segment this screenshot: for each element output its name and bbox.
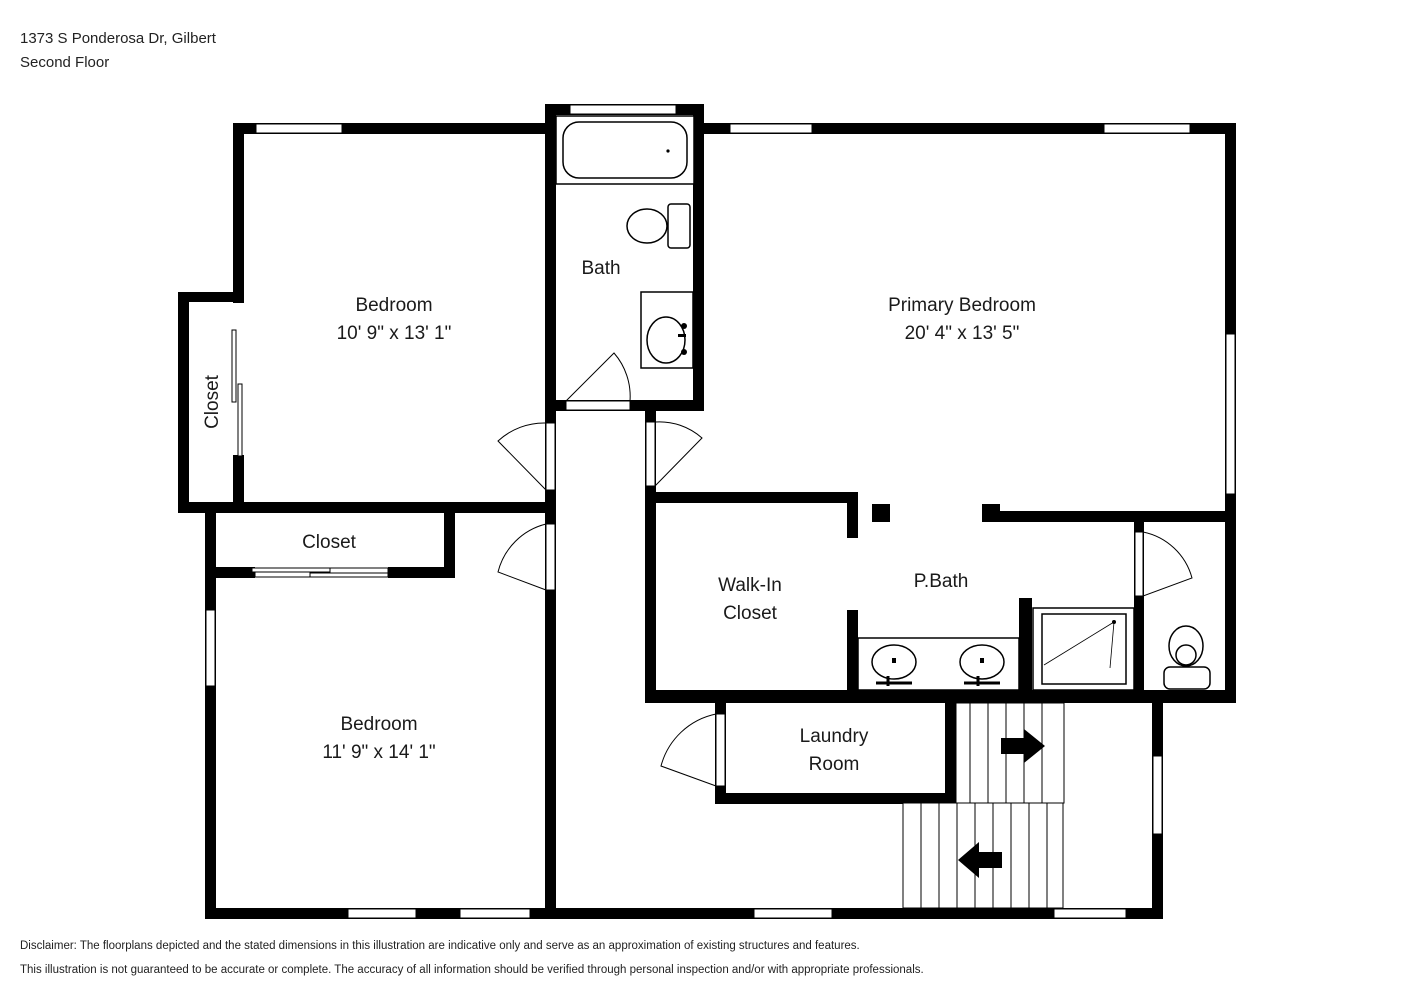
wall-walkin-right xyxy=(847,610,858,703)
stair-arrow-left xyxy=(958,842,1002,878)
window xyxy=(1225,333,1236,495)
wall-bottom xyxy=(205,908,1163,919)
primary-bedroom-name: Primary Bedroom xyxy=(888,295,1036,316)
wall-closet-top xyxy=(178,292,244,302)
door-opening xyxy=(1134,531,1144,597)
door-swing xyxy=(1142,531,1193,597)
floor-label: Second Floor xyxy=(20,54,110,71)
door-swing xyxy=(497,523,547,591)
wall-post-left xyxy=(872,504,890,522)
stair-arrow-right xyxy=(1001,729,1045,763)
closet-slider xyxy=(251,567,331,573)
disclaimer-line-1: Disclaimer: The floorplans depicted and … xyxy=(20,940,860,952)
doors xyxy=(231,329,1193,787)
door-swing xyxy=(654,421,703,487)
wall-walkin-top xyxy=(645,492,857,503)
window xyxy=(753,908,833,919)
primary-bedroom-dims: 20' 4" x 13' 5" xyxy=(905,323,1020,344)
door-opening xyxy=(645,421,656,487)
address-text: 1373 S Ponderosa Dr, Gilbert xyxy=(20,30,216,47)
door-opening xyxy=(565,400,631,411)
wall-left-upper xyxy=(233,123,244,303)
closet-side-name: Closet xyxy=(202,374,223,429)
wall-bath-right xyxy=(693,104,704,410)
wall-closet-left xyxy=(178,292,189,513)
pbath-name: P.Bath xyxy=(914,571,969,592)
window xyxy=(459,908,531,919)
bedroom-bottom-dims: 11' 9" x 14' 1" xyxy=(322,742,435,763)
laundry-line2: Room xyxy=(809,754,860,775)
wall-left-bottom xyxy=(205,502,216,919)
bedroom-top-name: Bedroom xyxy=(355,295,432,316)
toilet-bowl xyxy=(626,208,668,244)
toilet-tank xyxy=(1163,666,1211,690)
door-opening xyxy=(545,523,556,591)
laundry-line1: Laundry xyxy=(800,726,869,747)
bath-name: Bath xyxy=(581,258,620,279)
wall-laundry-right xyxy=(945,703,956,804)
door-swing xyxy=(660,713,717,787)
sink xyxy=(646,316,686,364)
fixtures xyxy=(555,115,1211,691)
walls xyxy=(178,104,1236,919)
bedroom-bottom-name: Bedroom xyxy=(340,714,417,735)
wall-post-right xyxy=(982,504,1000,522)
bedroom-top-dims: 10' 9" x 13' 1" xyxy=(337,323,452,344)
closet-slider xyxy=(309,572,389,578)
door-opening xyxy=(715,713,726,787)
wall-hall-left xyxy=(545,104,556,919)
door-swing xyxy=(497,422,547,491)
wall-shower-left xyxy=(1019,598,1032,703)
toilet-tank xyxy=(667,203,691,249)
stairs xyxy=(902,702,1065,909)
faucet xyxy=(678,334,686,337)
wall-walkin-stub xyxy=(847,492,858,538)
window xyxy=(205,609,216,687)
walk-in-line2: Closet xyxy=(723,603,778,624)
closet-mid-name: Closet xyxy=(302,532,357,553)
window xyxy=(569,104,677,115)
door-swing xyxy=(565,352,631,402)
wall-closet-mid-bottom-right xyxy=(388,567,455,578)
room-labels: Bedroom 10' 9" x 13' 1" Bath Primary Bed… xyxy=(202,258,1036,775)
wall-pbath-bottom xyxy=(645,690,1236,703)
wall-closet-mid-right xyxy=(444,502,455,578)
wall-hall-right xyxy=(645,410,656,703)
wall-pbath-top xyxy=(998,511,1236,522)
window xyxy=(255,123,343,134)
bathtub-drain xyxy=(666,149,670,153)
window xyxy=(729,123,813,134)
wall-laundry-bottom xyxy=(715,793,959,804)
wall-bedroom-bottom xyxy=(178,502,556,513)
disclaimer-line-2: This illustration is not guaranteed to b… xyxy=(20,964,924,976)
wall-left-lower xyxy=(233,455,244,513)
wall-closet-mid-bottom-left xyxy=(205,567,255,578)
wall-toilet-left xyxy=(1134,522,1144,703)
closet-slider xyxy=(231,329,237,403)
window xyxy=(1152,755,1163,835)
window xyxy=(1103,123,1191,134)
window xyxy=(347,908,417,919)
bathtub-basin xyxy=(562,121,688,179)
window xyxy=(1053,908,1127,919)
closet-slider xyxy=(237,383,243,457)
door-opening xyxy=(545,422,556,491)
windows xyxy=(205,104,1236,919)
walk-in-line1: Walk-In xyxy=(718,575,782,596)
